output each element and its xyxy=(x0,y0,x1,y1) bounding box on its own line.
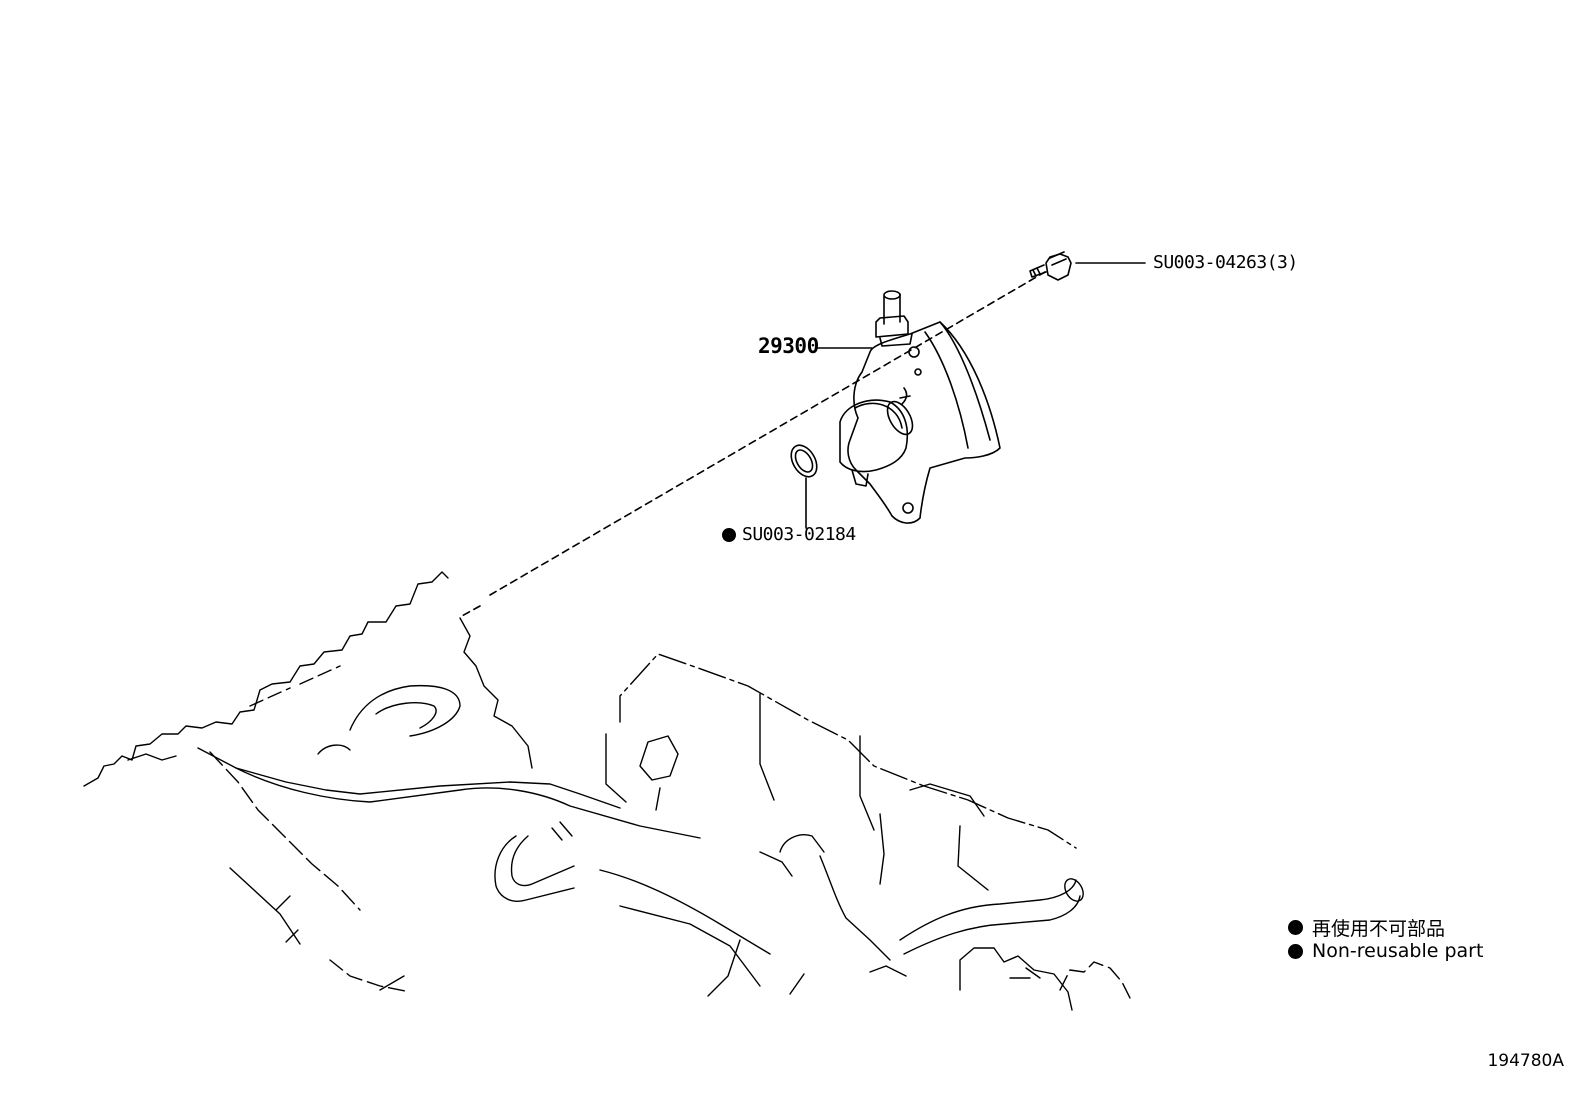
legend-item-en: Non-reusable part xyxy=(1288,940,1483,962)
engine-block-outline xyxy=(83,571,1131,1011)
assembly-centerline xyxy=(459,271,1046,618)
bullet-dot-icon xyxy=(1288,920,1303,935)
oring-part-number: SU003-02184 xyxy=(742,524,856,545)
legend-text-en: Non-reusable part xyxy=(1312,940,1484,962)
legend-text-ja: 再使用不可部品 xyxy=(1312,918,1446,940)
vacuum-pump-icon xyxy=(839,290,1001,524)
bolt-part-number: SU003-04263(3) xyxy=(1153,252,1298,273)
legend-item-ja: 再使用不可部品 xyxy=(1288,914,1445,941)
pump-part-number: 29300 xyxy=(758,334,819,358)
non-reusable-dot-icon xyxy=(722,527,736,542)
bolt-icon xyxy=(1029,251,1072,281)
figure-id: 194780A xyxy=(1487,1051,1564,1071)
oring-callout: SU003-02184 xyxy=(722,524,856,545)
o-ring-icon xyxy=(790,444,818,478)
bullet-dot-icon xyxy=(1288,943,1303,959)
